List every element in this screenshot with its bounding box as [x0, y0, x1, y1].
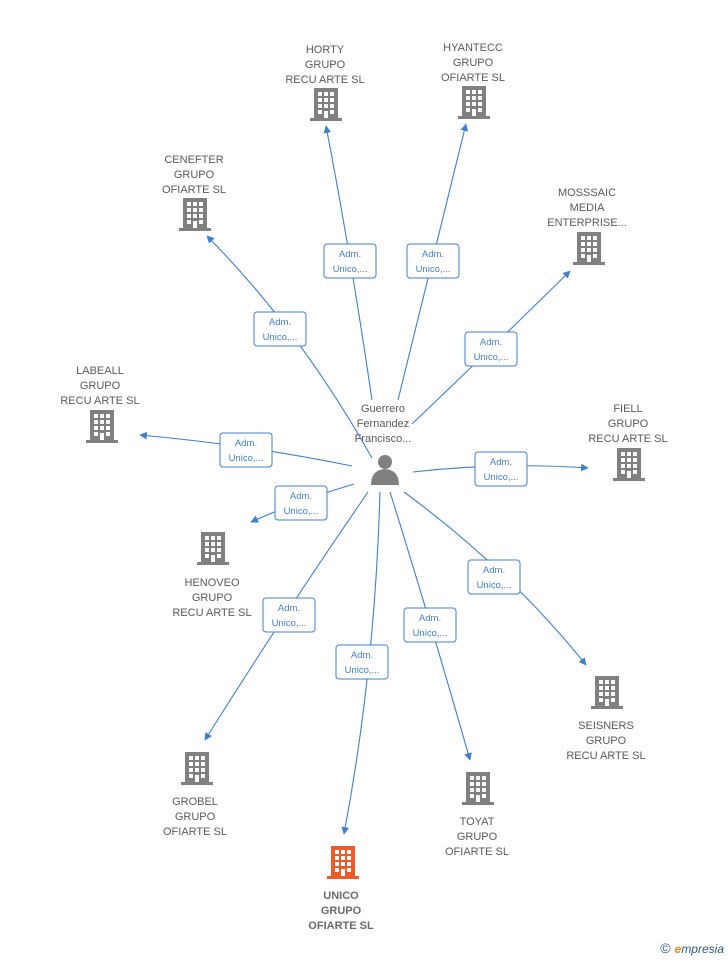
company-label-toyat[interactable]: TOYAT GRUPO OFIARTE SL: [445, 816, 509, 858]
role-box-henoveo[interactable]: Adm. Unico,...: [274, 485, 328, 521]
company-label-henoveo[interactable]: HENOVEO GRUPO RECU ARTE SL: [172, 577, 251, 619]
role-label: Unico,...: [413, 628, 448, 639]
company-name-line: SEISNERS: [578, 720, 634, 732]
company-name-line: OFIARTE SL: [441, 72, 505, 84]
company-name-line: TOYAT: [460, 816, 495, 828]
company-name-line: RECU ARTE SL: [588, 433, 667, 445]
role-label: Unico,...: [416, 264, 451, 275]
company-name-line: GRUPO: [586, 735, 627, 747]
role-label: Adm.: [422, 249, 444, 260]
company-label-grobel[interactable]: GROBEL GRUPO OFIARTE SL: [163, 796, 227, 838]
role-box-fiell[interactable]: Adm. Unico,...: [474, 451, 528, 487]
role-label: Unico,...: [484, 472, 519, 483]
building-icon[interactable]: [179, 198, 211, 231]
building-icon[interactable]: [613, 448, 645, 481]
person-name-line: Francisco...: [355, 433, 412, 445]
role-box-labeall[interactable]: Adm. Unico,...: [219, 432, 273, 468]
company-name-line: HYANTECC: [443, 42, 503, 54]
company-label-unico[interactable]: UNICO GRUPO OFIARTE SL: [308, 890, 374, 932]
company-label-cenefter[interactable]: CENEFTER GRUPO OFIARTE SL: [162, 154, 226, 196]
company-label-labeall[interactable]: LABEALL GRUPO RECU ARTE SL: [60, 365, 139, 407]
role-label: Adm.: [351, 650, 373, 661]
building-icon[interactable]: [181, 752, 213, 785]
building-icon[interactable]: [310, 88, 342, 121]
role-box-horty[interactable]: Adm. Unico,...: [323, 243, 377, 279]
brand-name: mpresia: [681, 942, 724, 956]
person-name-line: Guerrero: [361, 403, 405, 415]
role-box-mossaic[interactable]: Adm. Unico,...: [464, 331, 518, 367]
role-label: Unico,...: [474, 352, 509, 363]
role-label: Unico,...: [272, 618, 307, 629]
company-name-line: FIELL: [613, 403, 642, 415]
building-icon[interactable]: [458, 86, 490, 119]
role-label: Adm.: [269, 317, 291, 328]
company-label-horty[interactable]: HORTY GRUPO RECU ARTE SL: [285, 44, 364, 86]
company-name-line: GROBEL: [172, 796, 218, 808]
role-label: Unico,...: [229, 453, 264, 464]
person-icon: [371, 455, 399, 485]
role-label: Adm.: [339, 249, 361, 260]
company-label-mossaic[interactable]: MOSSSAIC MEDIA ENTERPRISE...: [547, 187, 626, 229]
role-label: Unico,...: [284, 506, 319, 517]
role-label: Adm.: [290, 491, 312, 502]
company-name-line: GRUPO: [192, 592, 233, 604]
company-label-fiell[interactable]: FIELL GRUPO RECU ARTE SL: [588, 403, 667, 445]
role-label: Unico,...: [333, 264, 368, 275]
role-label: Unico,...: [345, 665, 380, 676]
company-name-line: GRUPO: [457, 831, 498, 843]
role-label: Adm.: [419, 613, 441, 624]
role-box-grobel[interactable]: Adm. Unico,...: [262, 597, 316, 633]
company-name-line: GRUPO: [305, 59, 346, 71]
company-name-line: LABEALL: [76, 365, 124, 377]
company-name-line: OFIARTE SL: [445, 846, 509, 858]
company-name-line: RECU ARTE SL: [285, 74, 364, 86]
company-name-line: UNICO: [323, 890, 359, 902]
company-name-line: CENEFTER: [164, 154, 223, 166]
company-name-line: OFIARTE SL: [162, 184, 226, 196]
company-name-line: OFIARTE SL: [308, 920, 374, 932]
company-name-line: GRUPO: [453, 57, 494, 69]
footer-branding: ©empresia: [660, 940, 724, 956]
role-label: Unico,...: [263, 332, 298, 343]
company-name-line: HORTY: [306, 44, 345, 56]
building-icon[interactable]: [86, 410, 118, 443]
company-name-line: HENOVEO: [184, 577, 239, 589]
company-name-line: RECU ARTE SL: [172, 607, 251, 619]
company-name-line: GRUPO: [321, 905, 362, 917]
company-name-line: MOSSSAIC: [558, 187, 616, 199]
role-box-seisners[interactable]: Adm. Unico,...: [467, 559, 521, 595]
brand-initial: e: [674, 942, 682, 956]
role-box-unico[interactable]: Adm. Unico,...: [335, 644, 389, 680]
role-box-cenefter[interactable]: Adm. Unico,...: [253, 311, 307, 347]
building-icon[interactable]: [573, 232, 605, 265]
company-name-line: MEDIA: [570, 202, 606, 214]
role-box-toyat[interactable]: Adm. Unico,...: [403, 607, 457, 643]
company-name-line: OFIARTE SL: [163, 826, 227, 838]
role-label: Adm.: [480, 337, 502, 348]
company-label-seisners[interactable]: SEISNERS GRUPO RECU ARTE SL: [566, 720, 645, 762]
company-name-line: GRUPO: [608, 418, 649, 430]
company-name-line: ENTERPRISE...: [547, 217, 626, 229]
building-icon[interactable]: [591, 676, 623, 709]
person-name-line: Fernandez: [357, 418, 410, 430]
company-name-line: RECU ARTE SL: [566, 750, 645, 762]
building-icon[interactable]: [197, 532, 229, 565]
role-label: Adm.: [278, 603, 300, 614]
company-name-line: GRUPO: [80, 380, 121, 392]
person-node[interactable]: GuerreroFernandezFrancisco...: [355, 403, 412, 485]
company-label-hyantecc[interactable]: HYANTECC GRUPO OFIARTE SL: [441, 42, 505, 84]
company-name-line: RECU ARTE SL: [60, 395, 139, 407]
role-label: Adm.: [490, 457, 512, 468]
copyright-symbol: ©: [660, 940, 671, 956]
building-icon[interactable]: [462, 772, 494, 805]
role-label: Adm.: [235, 438, 257, 449]
role-label: Adm.: [483, 565, 505, 576]
role-box-hyantecc[interactable]: Adm. Unico,...: [406, 243, 460, 279]
company-name-line: GRUPO: [174, 169, 215, 181]
building-icon[interactable]: [327, 846, 359, 879]
role-label: Unico,...: [477, 580, 512, 591]
company-name-line: GRUPO: [175, 811, 216, 823]
